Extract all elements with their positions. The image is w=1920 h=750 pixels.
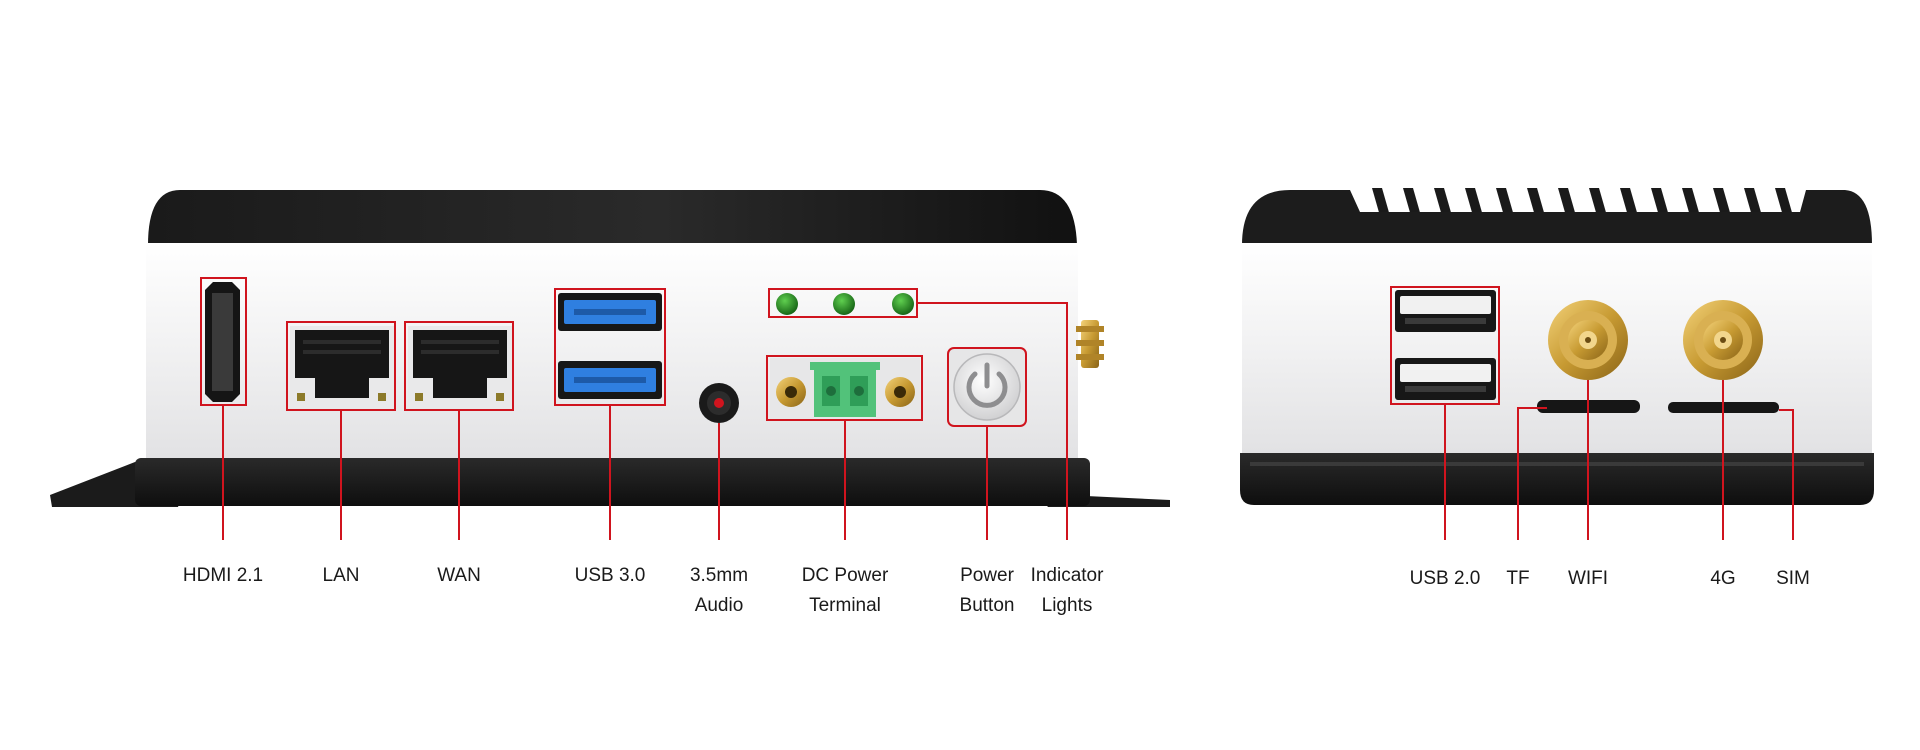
4g-label: 4G <box>1710 568 1735 589</box>
front-callout-lines <box>222 302 1068 540</box>
usb3-ports <box>554 288 666 406</box>
power-button-label-line2: Button <box>960 595 1015 616</box>
front-device: HDMI 2.1 LAN WAN USB 3.0 3.5mm Audio DC … <box>50 190 1170 616</box>
sim-label: SIM <box>1776 568 1810 589</box>
lan-label: LAN <box>323 565 360 586</box>
front-labels: HDMI 2.1 LAN WAN USB 3.0 3.5mm Audio DC … <box>183 565 1104 616</box>
hdmi-port <box>200 277 247 406</box>
side-base <box>1240 453 1874 505</box>
dc-power-terminal <box>766 355 923 421</box>
tf-label: TF <box>1506 568 1529 589</box>
power-button-label-line1: Power <box>960 565 1015 586</box>
audio-label-line1: 3.5mm <box>690 565 748 586</box>
front-top-cover <box>148 190 1077 245</box>
power-icon <box>966 371 1008 408</box>
side-device: USB 2.0 TF WIFI 4G SIM <box>1240 188 1874 589</box>
indicator-leds <box>768 288 918 318</box>
dc-power-label-line1: DC Power <box>802 565 889 586</box>
audio-label-line2: Audio <box>695 595 744 616</box>
front-antenna-connector <box>1076 320 1104 368</box>
dc-power-label-line2: Terminal <box>809 595 881 616</box>
side-callout-lines <box>1444 380 1794 540</box>
indicator-label-line2: Lights <box>1042 595 1093 616</box>
usb3-label: USB 3.0 <box>575 565 646 586</box>
wifi-label: WIFI <box>1568 568 1608 589</box>
wifi-antenna-connector <box>1548 300 1628 380</box>
4g-antenna-connector <box>1683 300 1763 380</box>
wan-label: WAN <box>437 565 481 586</box>
wan-port <box>404 321 514 411</box>
usb2-label: USB 2.0 <box>1410 568 1481 589</box>
hdmi-label: HDMI 2.1 <box>183 565 263 586</box>
lan-port <box>286 321 396 411</box>
audio-jack <box>699 383 739 423</box>
side-top-cover <box>1242 190 1872 245</box>
power-button <box>947 347 1027 427</box>
side-labels: USB 2.0 TF WIFI 4G SIM <box>1410 568 1810 589</box>
front-faceplate <box>146 243 1078 458</box>
front-base <box>135 458 1090 506</box>
heatsink-fins <box>1372 188 1793 216</box>
indicator-label-line1: Indicator <box>1031 565 1105 586</box>
